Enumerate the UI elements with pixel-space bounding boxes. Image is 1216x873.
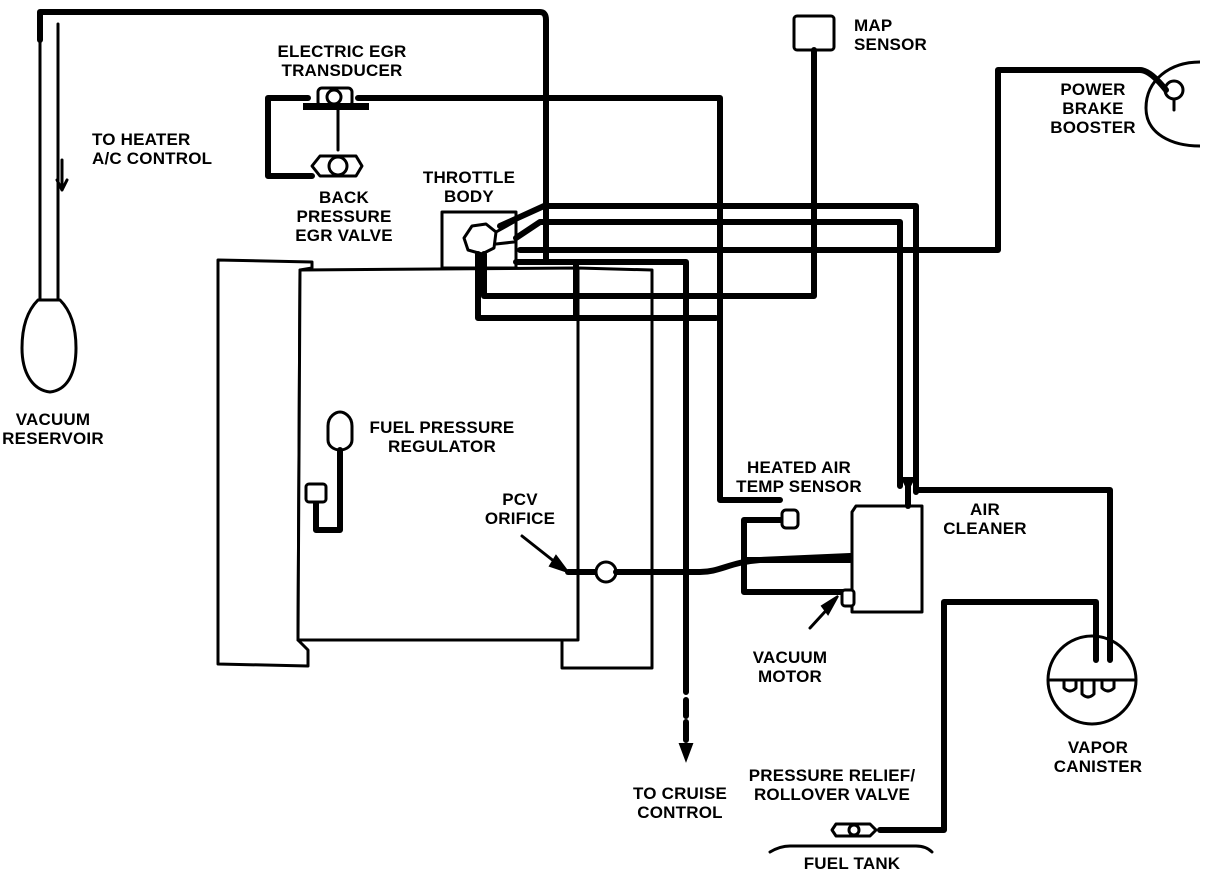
engine-outline — [216, 258, 654, 670]
throttle-hoses — [475, 203, 919, 695]
fuel-pressure-regulator — [304, 410, 354, 533]
label-pressure-relief-valve: PRESSURE RELIEF/ROLLOVER VALVE — [748, 766, 916, 804]
hose-heater-ac — [37, 9, 549, 265]
heater-hose-arrow — [55, 158, 69, 192]
heated-air-temp-sensor — [780, 508, 800, 530]
pressure-relief-rollover-valve — [830, 822, 878, 838]
vacuum-reservoir — [20, 22, 78, 394]
air-cleaner — [808, 477, 924, 630]
map-sensor — [481, 14, 836, 299]
label-fuel-tank: FUEL TANK — [803, 854, 901, 873]
egr-valve — [310, 154, 364, 178]
vapor-canister — [877, 487, 1138, 833]
vacuum-motor-hose — [741, 517, 853, 595]
fuel-tank-outline — [768, 844, 934, 854]
cruise-arrow — [678, 743, 694, 763]
power-brake-booster — [517, 60, 1201, 253]
